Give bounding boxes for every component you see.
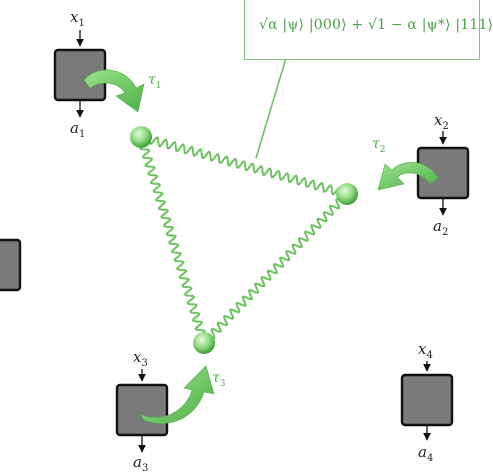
input-label-2: x2 — [434, 111, 449, 132]
output-label-4: a4 — [418, 443, 433, 464]
state-equation: √α |ψ⟩ |000⟩ + √1 − α |ψ*⟩ |111⟩ — [259, 17, 493, 33]
curved-arrow-icon — [377, 162, 439, 191]
curved-arrow-icon — [83, 69, 145, 113]
state-equation-box: √α |ψ⟩ |000⟩ + √1 − α |ψ*⟩ |111⟩ — [244, 0, 493, 60]
entanglement-links — [136, 133, 349, 346]
entangled-node-2 — [336, 183, 358, 205]
party-1: x1 a1 τ1 — [53, 8, 161, 140]
output-label-2: a2 — [433, 217, 448, 238]
input-label-3: x3 — [133, 348, 148, 369]
entangled-node-3 — [193, 332, 215, 354]
wavy-link-1-2 — [140, 133, 349, 198]
party-2: x2 a2 τ2 — [372, 111, 470, 238]
output-label-3: a3 — [133, 453, 148, 474]
equation-connector-line — [255, 57, 287, 159]
measurement-box-4 — [400, 373, 454, 427]
curved-arrow-icon — [139, 365, 215, 424]
party-4: x4 a4 — [400, 340, 454, 464]
party-3: x3 a3 τ3 — [115, 348, 226, 474]
input-label-1: x1 — [70, 8, 85, 29]
entangled-node-1 — [130, 126, 152, 148]
wavy-link-2-3 — [204, 191, 348, 346]
wavy-link-3-1 — [136, 136, 209, 344]
tau-label-2: τ2 — [372, 136, 385, 155]
output-label-1: a1 — [70, 119, 85, 140]
tripartite-entanglement-diagram: x1 a1 τ1 x2 a2 τ2 x3 a3 τ3 x4 a4 — [0, 8, 470, 474]
tau-label-1: τ1 — [148, 72, 161, 91]
measurement-box-3 — [115, 383, 169, 437]
input-label-4: x4 — [418, 340, 433, 361]
partial-measurement-box — [0, 238, 22, 292]
tau-label-3: τ3 — [212, 370, 226, 389]
